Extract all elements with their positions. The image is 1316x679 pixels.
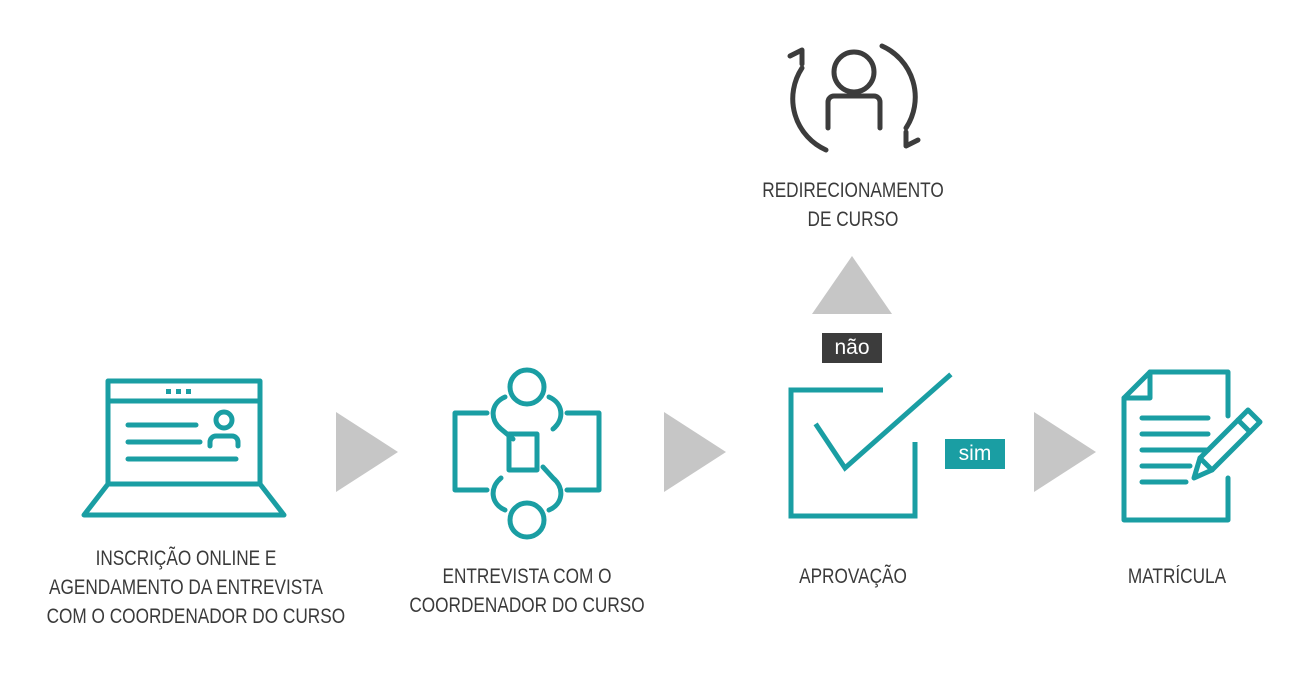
step-label-matricula: MATRÍCULA — [1095, 562, 1259, 591]
label-line: INSCRIÇÃO ONLINE E — [95, 547, 277, 570]
user-refresh-icon — [787, 43, 921, 153]
meeting-table-icon — [452, 367, 602, 540]
label-line: COM O COORDENADOR DO CURSO — [46, 605, 346, 628]
label-line: APROVAÇÃO — [799, 565, 907, 588]
arrow-up — [812, 256, 892, 314]
label-line: COORDENADOR DO CURSO — [409, 594, 645, 617]
label-line: ENTREVISTA COM O — [442, 565, 612, 588]
label-line: DE CURSO — [807, 208, 899, 231]
arrow-right-3 — [1034, 412, 1096, 492]
step-label-aprovacao: APROVAÇÃO — [771, 562, 935, 591]
label-line: MATRÍCULA — [1127, 565, 1227, 588]
label-line: REDIRECIONAMENTO — [762, 179, 944, 202]
step-label-entrevista: ENTREVISTA COM O COORDENADOR DO CURSO — [404, 562, 650, 620]
branch-label-redirecionamento: REDIRECIONAMENTO DE CURSO — [759, 176, 948, 234]
laptop-form-icon — [81, 378, 287, 518]
document-pen-icon — [1121, 369, 1263, 523]
arrow-right-2 — [664, 412, 726, 492]
arrow-right-1 — [336, 412, 398, 492]
no-tag: não — [822, 333, 882, 363]
yes-tag: sim — [945, 439, 1005, 469]
step-label-inscricao: INSCRIÇÃO ONLINE E AGENDAMENTO DA ENTREV… — [46, 544, 346, 631]
checkbox-check-icon — [788, 372, 953, 519]
label-line: AGENDAMENTO DA ENTREVISTA — [49, 576, 323, 599]
